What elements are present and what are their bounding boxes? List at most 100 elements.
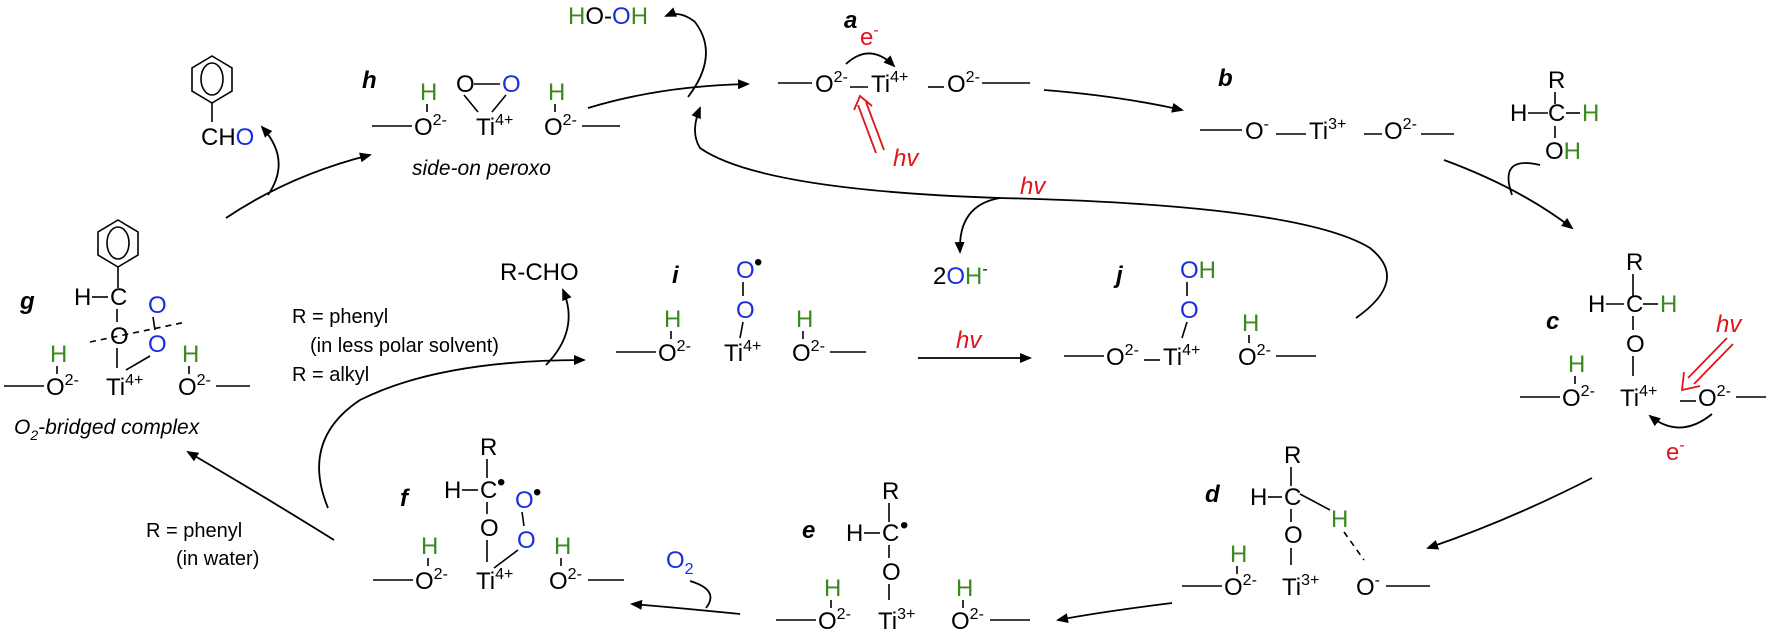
radical-dot: •	[754, 249, 762, 276]
titanium-cation: Ti4+	[724, 338, 761, 367]
oxygen: O	[1626, 331, 1645, 358]
h-atom-green: H	[1660, 291, 1677, 318]
arrow-alcohol-in	[1507, 162, 1541, 196]
oxygen-anion: O2-	[1384, 116, 1417, 145]
label-b: b	[1218, 65, 1233, 92]
peroxo-oxygen: O	[148, 292, 167, 319]
bond	[1299, 493, 1331, 511]
oxygen-anion: O2-	[792, 338, 825, 367]
phenyl-ring-g	[97, 219, 139, 268]
h2o2: HO-OH	[568, 3, 648, 30]
titanium-3-cation: Ti3+	[1309, 116, 1346, 145]
titanium-3-cation: Ti3+	[878, 606, 915, 635]
light-arrow-a-2	[857, 104, 877, 154]
oxygen: O	[1284, 522, 1303, 549]
oxygen-anion: O2-	[1238, 342, 1271, 371]
arrow-b-to-c	[1443, 159, 1574, 230]
titanium-cation: Ti4+	[476, 566, 513, 595]
r-group: R	[1284, 442, 1301, 469]
r-group: R	[480, 434, 497, 461]
bond	[521, 511, 525, 527]
condition-phenyl-water-2: (in water)	[176, 548, 259, 570]
arrow-e-to-f	[630, 599, 741, 615]
arrow-a-to-b	[1043, 89, 1184, 113]
bond	[1181, 321, 1188, 339]
peroxo-oxygen: O	[502, 71, 521, 98]
bond	[463, 94, 479, 113]
label-g: g	[19, 288, 35, 315]
oxygen-anion: O2-	[46, 372, 79, 401]
titanium-cation: Ti4+	[871, 69, 908, 98]
superoxo-oxygen: O	[736, 257, 755, 284]
hv-a: hv	[893, 145, 920, 172]
light-arrowhead-a	[853, 94, 873, 111]
carbon: C	[480, 477, 497, 504]
hydroxide-product: 2OH-	[933, 261, 988, 290]
bond	[125, 355, 151, 371]
bond	[739, 321, 744, 339]
condition-phenyl-less-polar-1: R = phenyl	[292, 306, 388, 328]
h-atom: H	[1588, 291, 1605, 318]
radical-dot: •	[497, 469, 505, 496]
species-j: j OH O O2- Ti4+ H O2-	[1064, 257, 1316, 371]
arrow-release-benzaldehyde	[260, 125, 280, 196]
superoxo-oxygen: O	[736, 297, 755, 324]
radical-dot: •	[900, 512, 908, 539]
oxygen-anion: O2-	[1562, 383, 1595, 412]
condition-alkyl: R = alkyl	[292, 364, 369, 386]
peroxo-oxygen: O	[515, 487, 534, 514]
h-atom: H	[444, 477, 461, 504]
arrow-j-to-a	[691, 106, 1388, 319]
arrow-release-rcho	[545, 288, 572, 366]
species-d: d R H C H O H O2- Ti3+ O-	[1182, 442, 1430, 601]
h-atom-green: H	[1331, 506, 1348, 533]
hydrogen-bond	[1343, 531, 1365, 561]
arrow-h-to-a	[587, 79, 750, 109]
o2: O2	[666, 547, 694, 578]
aromatic-circle	[200, 62, 224, 96]
h-atom-green: H	[956, 575, 973, 602]
oxygen-anion: O2-	[178, 372, 211, 401]
oxygen: O	[480, 515, 499, 542]
h-atom-green: H	[796, 306, 813, 333]
h-atom-green: H	[1582, 100, 1599, 127]
h-atom: H	[74, 284, 91, 311]
species-a: a O2- Ti4+ O2- e- hv	[778, 7, 1030, 172]
h-atom-green: H	[50, 341, 67, 368]
oxygen-radical-anion: O-	[1356, 572, 1380, 601]
species-h: h O O H O2- Ti4+ H O2- side-on peroxo	[362, 67, 620, 180]
caption-o2-bridged: O2-bridged complex	[14, 416, 201, 443]
species-b: b O- Ti3+ O2-	[1200, 65, 1454, 145]
hv-c: hv	[1716, 311, 1743, 338]
label-a: a	[844, 7, 857, 34]
arrow-release-h2o2	[664, 7, 707, 98]
light-arrow-c-1	[1687, 337, 1728, 379]
titanium-cation: Ti4+	[106, 372, 143, 401]
benzaldehyde: CHO	[191, 55, 254, 151]
h-atom-green: H	[548, 79, 565, 106]
h-atom-green: H	[1242, 310, 1259, 337]
label-e: e	[802, 517, 815, 544]
oxygen-anion: O2-	[1698, 383, 1731, 412]
h-atom: H	[846, 520, 863, 547]
electron-transfer-arrow	[1648, 413, 1713, 429]
titanium-cation: Ti4+	[1620, 383, 1657, 412]
two-oh-minus: 2OH-	[933, 261, 988, 290]
reaction-arrows	[186, 7, 1593, 624]
label-h: h	[362, 67, 377, 94]
radical-dot: •	[533, 479, 541, 506]
h-atom-green: H	[1568, 351, 1585, 378]
peroxo-oxygen: O	[456, 71, 475, 98]
bond	[491, 94, 507, 113]
oxygen: O	[110, 323, 129, 350]
oxygen-anion: O2-	[414, 112, 447, 141]
hydroxyl: OH	[1545, 138, 1581, 165]
label-d: d	[1205, 481, 1221, 508]
species-e: e R H C • O H O2- Ti3+ H O2-	[776, 478, 1030, 635]
dashed-bridge	[89, 321, 187, 343]
h-atom-green: H	[554, 533, 571, 560]
species-c: c R H C H O H O2- Ti4+ O2- hv e-	[1520, 249, 1766, 466]
oxygen-anion: O2-	[549, 566, 582, 595]
h-atom: H	[1250, 484, 1267, 511]
